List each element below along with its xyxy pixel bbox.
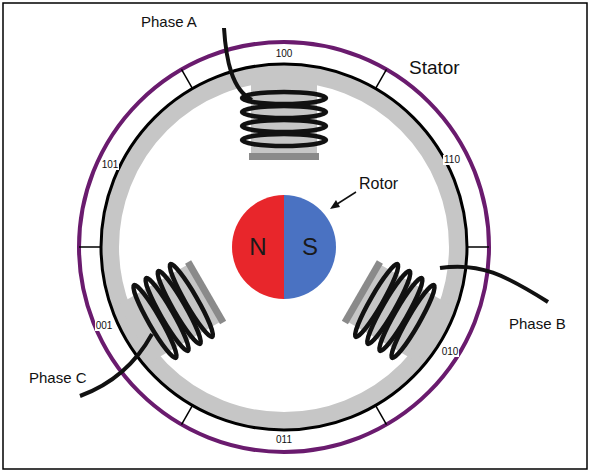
phase-a-wire	[224, 28, 252, 100]
rotor-north: N	[232, 195, 284, 299]
pole-letter: S	[302, 235, 318, 259]
sector-code: 110	[443, 155, 461, 165]
rotor-arrowhead	[330, 200, 340, 209]
part-name: Stator	[408, 58, 461, 77]
phase-name: Phase A	[140, 14, 198, 29]
phase-b-wire	[440, 267, 548, 302]
sector-code: 101	[101, 160, 120, 170]
sector-code: 010	[441, 347, 460, 357]
sector-code: 100	[275, 49, 294, 59]
pole-letter: N	[249, 235, 266, 259]
sector-ticks	[79, 69, 489, 424]
sector-code: 001	[95, 321, 114, 331]
phase-a-coil	[242, 75, 326, 160]
phase-c-coil	[114, 254, 230, 369]
phase-name: Phase C	[28, 370, 88, 385]
stator-outline	[101, 64, 467, 430]
part-name: Rotor	[358, 176, 399, 192]
sector-code: 011	[275, 435, 293, 445]
frame	[3, 3, 587, 469]
sector-ring	[79, 42, 489, 452]
phase-name: Phase B	[508, 316, 567, 331]
phase-c-wire	[80, 334, 152, 396]
stator-ring	[110, 73, 458, 421]
phase-b-coil	[338, 254, 454, 369]
rotor-south: S	[284, 195, 336, 299]
